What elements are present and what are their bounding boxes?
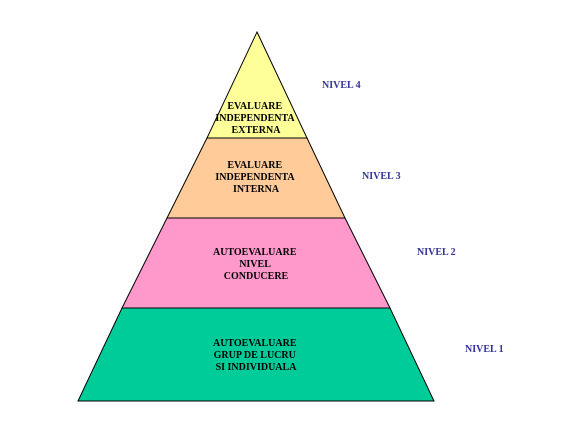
tier-level-2-line-1: AUTOEVALUARE <box>213 247 297 258</box>
tier-level-3-line-2: INDEPENDENTA <box>215 172 295 183</box>
level-label-4: NIVEL 4 <box>322 80 361 91</box>
tier-level-1: AUTOEVALUARE GRUP DE LUCRU SI INDIVIDUAL… <box>77 307 435 402</box>
svg-text:AUTOEVALUARE NIVEL: AUTOEVALUARE NIVEL CONDUCERE <box>213 247 299 282</box>
tier-level-1-shape <box>77 307 435 402</box>
tier-level-3-line-1: EVALUARE <box>227 160 282 171</box>
level-label-1: NIVEL 1 <box>465 344 504 355</box>
tier-level-4-line-2: INDEPENDENTA <box>215 113 295 124</box>
tier-level-2: AUTOEVALUARE NIVEL CONDUCERE <box>121 217 391 309</box>
tier-level-1-line-1: AUTOEVALUARE <box>213 338 297 349</box>
tier-level-4-line-3: EXTERNA <box>232 125 282 136</box>
svg-text:EVALUARE INDEPENDENTA: EVALUARE INDEPENDENTA INTERNA <box>215 160 296 195</box>
tier-level-2-line-3: CONDUCERE <box>224 271 289 282</box>
tier-level-3-line-3: INTERNA <box>233 184 280 195</box>
level-label-3: NIVEL 3 <box>362 171 401 182</box>
tier-level-3: EVALUARE INDEPENDENTA INTERNA <box>166 137 346 219</box>
tier-level-2-line-2: NIVEL <box>239 259 271 270</box>
tier-level-1-line-3: SI INDIVIDUALA <box>216 362 298 373</box>
level-label-2: NIVEL 2 <box>417 247 456 258</box>
tier-level-1-line-2: GRUP DE LUCRU <box>214 350 296 361</box>
tier-level-4: EVALUARE INDEPENDENTA EXTERNA <box>206 30 308 139</box>
svg-text:EVALUARE INDEPENDENTA: EVALUARE INDEPENDENTA EXTERNA <box>215 101 296 136</box>
tier-level-4-line-1: EVALUARE <box>227 101 282 112</box>
svg-text:AUTOEVALUARE GRUP DE LUC: AUTOEVALUARE GRUP DE LUCRU SI INDIVIDUAL… <box>213 338 299 373</box>
